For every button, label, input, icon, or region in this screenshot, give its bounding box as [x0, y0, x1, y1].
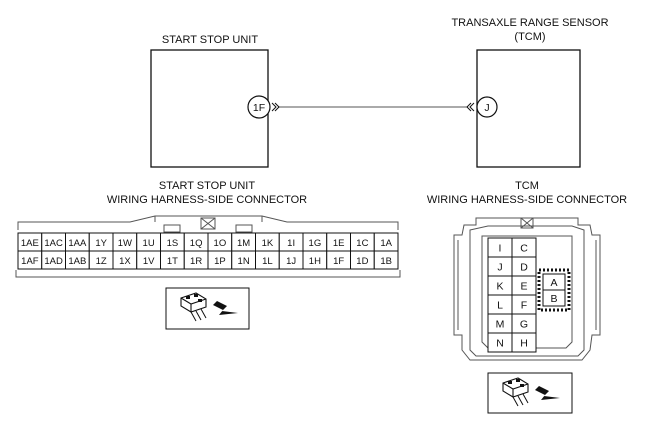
tcm-pin-b-cell [542, 289, 566, 307]
ssu-connector-outline [15, 215, 401, 278]
ssu-pin-1r-label: 1R [190, 256, 202, 267]
ssu-pin-1m-label: 1M [237, 238, 250, 249]
ssu-pin-1p-label: 1P [214, 256, 226, 267]
ssu-connector-title-line2: WIRING HARNESS-SIDE CONNECTOR [107, 194, 307, 206]
ssu-connector-title-line1: START STOP UNIT [159, 180, 255, 192]
tcm-pin-h-cell [511, 332, 537, 353]
ssu-pin-1w-label: 1W [118, 238, 132, 249]
terminal-j-label: J [484, 102, 489, 114]
ssu-pin-1k-label: 1K [262, 238, 274, 249]
ssu-pin-1b-label: 1B [380, 256, 392, 267]
ssu-pin-1i-label: 1I [287, 238, 295, 249]
tcm-pin-m-label: M [496, 319, 505, 331]
tcm-ab-housing [537, 268, 571, 312]
tcm-connector-view-icon [487, 372, 573, 414]
ssu-connector-pin-grid: 1AE 1AC 1AA 1Y 1W 1U 1S 1Q 1O 1M 1K 1I 1G 1E 1C 1A 1AF 1A… [17, 232, 399, 270]
ssu-pin-1a-label: 1A [380, 238, 392, 249]
ssu-pin-1q-label: 1Q [190, 238, 203, 249]
ssu-pin-1v-label: 1V [143, 256, 155, 267]
ssu-pin-1ab-label: 1AB [68, 256, 86, 267]
tcm-pin-h-label: H [520, 338, 528, 350]
ssu-pin-1z-label: 1Z [96, 256, 107, 267]
ssu-pin-1c-label: 1C [356, 238, 368, 249]
terminal-1f-label: 1F [253, 102, 265, 114]
ssu-pin-1f-label: 1F [333, 256, 344, 267]
tcm-pin-a-label: A [550, 277, 557, 289]
terminal-j-circle [476, 96, 498, 118]
ssu-pin-1ae-label: 1AE [21, 238, 39, 249]
tcm-pin-l-label: L [497, 300, 503, 312]
ssu-pin-1t-label: 1T [167, 256, 178, 267]
tcm-connector-housing [453, 217, 601, 361]
tcm-pin-j-label: J [497, 262, 502, 274]
ssu-pin-1ac-label: 1AC [44, 238, 63, 249]
ssu-pin-1b-cell [373, 250, 399, 270]
ssu-pin-1aa-label: 1AA [68, 238, 87, 249]
tcm-pin-g-label: G [520, 319, 528, 331]
terminal-1f-circle [247, 95, 271, 119]
tcm-connector-title-line1: TCM [515, 180, 539, 192]
ssu-pin-1y-label: 1Y [95, 238, 107, 249]
connector-arrow-left [271, 102, 280, 112]
ssu-pin-1s-label: 1S [167, 238, 179, 249]
ssu-pin-1af-label: 1AF [21, 256, 39, 267]
tcm-pin-k-label: K [496, 281, 503, 293]
tcm-pin-n-label: N [496, 338, 504, 350]
tcm-title-line1: TRANSAXLE RANGE SENSOR [451, 17, 608, 29]
connector-arrow-right [466, 102, 475, 112]
ssu-pin-1n-label: 1N [238, 256, 250, 267]
ssu-pin-1j-label: 1J [286, 256, 296, 267]
start-stop-unit-title: START STOP UNIT [162, 34, 258, 46]
ssu-pin-1e-label: 1E [333, 238, 345, 249]
ssu-pin-1h-label: 1H [309, 256, 321, 267]
tcm-title-line2: (TCM) [514, 31, 545, 43]
tcm-pin-i-label: I [499, 243, 502, 255]
ssu-pin-1l-label: 1L [262, 256, 273, 267]
tcm-pin-e-label: E [520, 281, 527, 293]
ssu-pin-1ad-label: 1AD [44, 256, 63, 267]
tcm-pin-f-label: F [521, 300, 527, 312]
ssu-pin-1u-label: 1U [143, 238, 155, 249]
ssu-pin-1o-label: 1O [214, 238, 227, 249]
ssu-pin-1d-label: 1D [356, 256, 368, 267]
tcm-pin-d-label: D [520, 262, 528, 274]
ssu-pin-1x-label: 1X [119, 256, 131, 267]
tcm-pin-c-label: C [520, 243, 528, 255]
tcm-pin-b-label: B [550, 293, 557, 305]
ssu-connector-view-icon [165, 287, 250, 330]
ssu-pin-1g-label: 1G [309, 238, 322, 249]
tcm-connector-title-line2: WIRING HARNESS-SIDE CONNECTOR [427, 194, 627, 206]
